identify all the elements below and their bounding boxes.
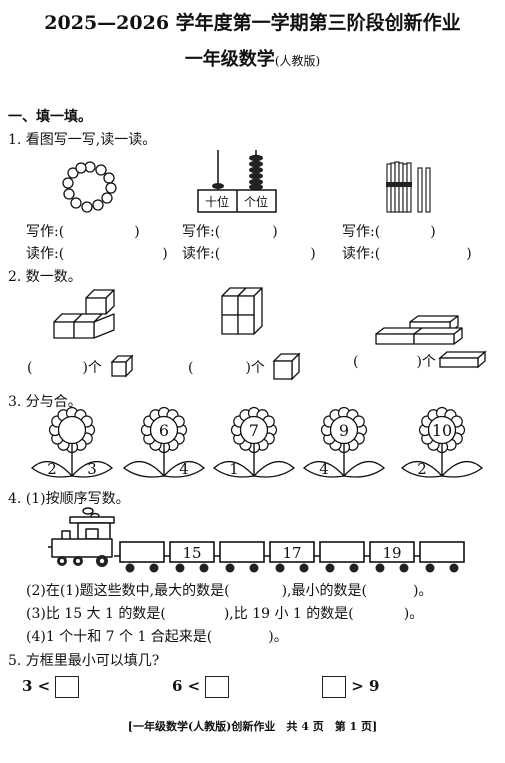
q1-read-2: 读作:() <box>182 246 316 262</box>
q4-part3: (3)比 15 大 1 的数是(),比 19 小 1 的数是()。 <box>26 606 424 622</box>
q1-write-1: 写作:() <box>26 224 140 240</box>
flower-number-bond: 71 <box>212 406 296 478</box>
train-car-number: 19 <box>382 544 401 562</box>
answer-box[interactable] <box>205 676 230 698</box>
q5-compare-3: > 9 <box>322 676 379 698</box>
q1-write-2: 写作:() <box>182 224 278 240</box>
flower-total-number: 10 <box>432 421 452 440</box>
q1-write-3: 写作:() <box>342 224 436 240</box>
q4-part4: (4)1 个十和 7 个 1 合起来是()。 <box>26 629 288 645</box>
q2-answer-1: ()个 <box>27 360 102 376</box>
flower-left-number: 4 <box>319 460 329 478</box>
train-car-number: 15 <box>182 544 201 562</box>
train-car <box>214 541 265 573</box>
q1-read-3: 读作:() <box>342 246 472 262</box>
q4-label: 4. (1)按顺序写数。 <box>8 491 130 507</box>
unit-slab-icon <box>438 350 487 369</box>
q4-part2: (2)在(1)题这些数中,最大的数是(),最小的数是()。 <box>26 583 433 599</box>
q5-compare-2: 6 < <box>172 676 230 698</box>
cube-stack-1 <box>53 289 115 339</box>
sticks-bundle-figure <box>386 161 431 213</box>
slab-stack-3 <box>375 315 463 345</box>
section-heading: 一、填一填。 <box>8 109 92 125</box>
q1-label: 1. 看图写一写,读一读。 <box>8 132 157 148</box>
flower-left-number: 2 <box>417 460 427 478</box>
answer-box[interactable] <box>55 676 80 698</box>
train-car <box>264 541 315 573</box>
train-car <box>314 541 365 573</box>
q1-read-1: 读作:() <box>26 246 168 262</box>
flower-left-number: 1 <box>229 460 239 478</box>
q5-label: 5. 方框里最小可以填几? <box>8 653 160 669</box>
abacus-tens-label: 十位 <box>205 194 229 209</box>
abacus-figure: 十位 个位 <box>197 150 277 213</box>
flower-number-bond: 10 2 <box>400 406 484 478</box>
q2-label: 2. 数一数。 <box>8 269 82 285</box>
train-car <box>114 541 165 573</box>
bead-ring-figure <box>62 161 117 213</box>
page-title: 2025—2026 学年度第一学期第三阶段创新作业 <box>44 12 461 34</box>
q2-answer-2: ()个 <box>188 360 265 376</box>
flower-right-number: 4 <box>179 460 189 478</box>
flower-left-number: 2 <box>47 460 57 478</box>
flower-total-number: 7 <box>249 421 259 440</box>
train-car <box>414 541 465 573</box>
train-car <box>164 541 215 573</box>
subject-label: 一年级数学 <box>184 49 275 70</box>
flower-total-number: 9 <box>339 421 349 440</box>
unit-cube-icon <box>110 354 134 378</box>
edition-label: (人教版) <box>274 54 321 68</box>
train-car <box>364 541 415 573</box>
train-engine <box>48 507 115 567</box>
flower-number-bond: 94 <box>302 406 386 478</box>
train-car-row: 15 17 19 <box>114 541 465 573</box>
flower-right-number: 3 <box>87 460 97 478</box>
q2-answer-3: ()个 <box>353 354 436 370</box>
abacus-ones-label: 个位 <box>244 194 268 209</box>
q3-label: 3. 分与合。 <box>8 394 82 410</box>
q5-compare-1: 3 < <box>22 676 80 698</box>
unit-cube-icon <box>272 352 301 381</box>
flower-number-bond: 64 <box>122 406 206 478</box>
answer-box[interactable] <box>322 676 346 698</box>
flower-total-number: 6 <box>159 421 169 440</box>
page-footer: [一年级数学(人教版)创新作业 共 4 页 第 1 页] <box>127 720 378 733</box>
page-subtitle: 一年级数学(人教版) <box>0 45 505 71</box>
cube-stack-2 <box>221 287 263 335</box>
train-car-number: 17 <box>282 544 301 562</box>
